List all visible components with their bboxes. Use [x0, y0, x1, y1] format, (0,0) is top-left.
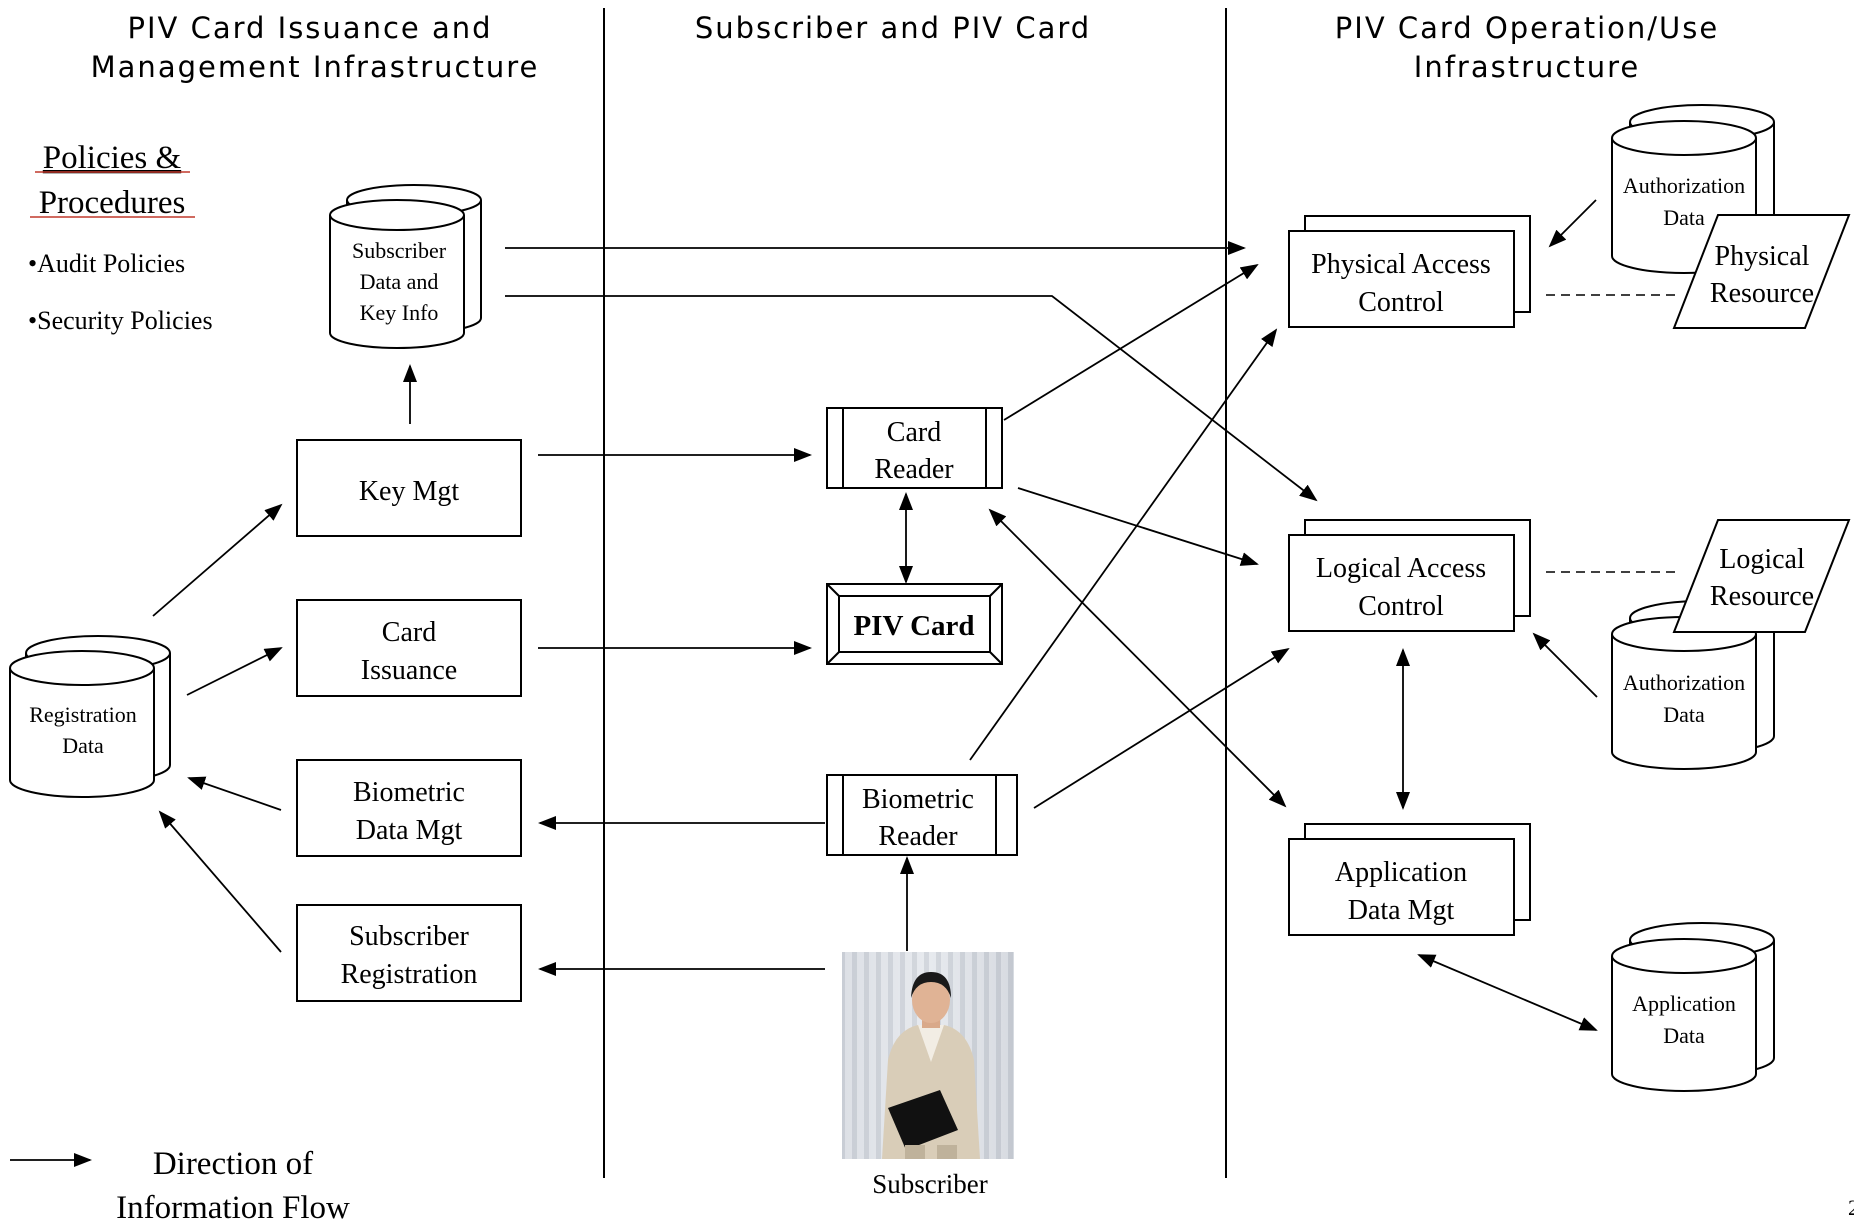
subscriber-data-line1: Subscriber [352, 238, 447, 263]
arrow-appdatamgt-appdata [1417, 954, 1598, 1031]
card-reader-box: Card Reader [826, 407, 1003, 489]
registration-data-line1: Registration [29, 702, 137, 727]
logical-resource-line2: Resource [1710, 581, 1814, 612]
application-data-mgt-line1: Application [1335, 857, 1467, 888]
biometric-reader-line1: Biometric [862, 784, 974, 815]
arrow-registration-to-cardissuance [186, 647, 283, 696]
application-data-line1: Application [1632, 991, 1736, 1016]
card-issuance-line1: Card [382, 617, 436, 648]
biometric-reader-line2: Reader [878, 821, 958, 852]
subscriber-registration-box: Subscriber Registration [296, 904, 522, 1002]
piv-card-box: PIV Card [826, 583, 1003, 665]
card-issuance-line2: Issuance [361, 655, 457, 686]
card-issuance-box: Card Issuance [296, 599, 522, 697]
arrow-cardreader-to-physical [1003, 263, 1259, 421]
arrow-subscriberreg-to-registration [158, 810, 282, 953]
physical-resource-line2: Resource [1710, 278, 1814, 309]
arrow-subscriberdata-to-logical [505, 295, 1318, 502]
card-reader-line2: Reader [874, 454, 954, 485]
biometric-reader-box: Biometric Reader [826, 774, 1018, 856]
application-data-mgt-line2: Data Mgt [1348, 895, 1455, 926]
logical-resource-line1: Logical [1719, 544, 1805, 575]
flow-arrows [152, 199, 1598, 1031]
legend-line1: Direction of [153, 1146, 313, 1182]
registration-data-line2: Data [62, 733, 104, 758]
authorization-top-line2: Data [1663, 205, 1705, 230]
logical-resource-shape: Logical Resource [1672, 519, 1851, 633]
card-reader-line1: Card [887, 417, 941, 448]
legend-line2: Information Flow [116, 1190, 350, 1223]
application-data-database: Application Data [1611, 922, 1775, 1092]
column-title-right-line1: PIV Card Operation/Use [1335, 11, 1719, 45]
registration-data-database: Registration Data [9, 635, 171, 798]
arrow-biometric-to-physical [969, 328, 1278, 761]
physical-resource-shape: Physical Resource [1672, 214, 1851, 329]
policies-title-line1: Policies & [43, 140, 182, 176]
column-title-left-line2: Management Infrastructure [91, 50, 540, 84]
column-title-middle: Subscriber and PIV Card [695, 11, 1091, 45]
subscriber-label: Subscriber [872, 1169, 987, 1199]
arrow-registration-to-keymgt [152, 503, 283, 617]
logical-access-line1: Logical Access [1316, 553, 1486, 584]
physical-access-control-box: Physical Access Control [1288, 215, 1531, 328]
biometric-data-mgt-line2: Data Mgt [356, 815, 463, 846]
subscriber-data-line3: Key Info [360, 300, 439, 325]
arrow-biometric-to-logical [1033, 647, 1290, 809]
physical-access-line1: Physical Access [1311, 249, 1491, 280]
application-data-line2: Data [1663, 1023, 1705, 1048]
arrow-biometricmgt-to-registration [187, 776, 282, 811]
subscriber-photo [842, 952, 1014, 1159]
subscriber-data-database: Subscriber Data and Key Info [329, 184, 482, 349]
page-number-fragment: 2 [1848, 1195, 1854, 1220]
biometric-data-mgt-box: Biometric Data Mgt [296, 759, 522, 857]
application-data-mgt-box: Application Data Mgt [1288, 823, 1531, 936]
policy-item-security: •Security Policies [28, 306, 213, 335]
subscriber-registration-line2: Registration [341, 959, 478, 990]
subscriber-registration-line1: Subscriber [349, 921, 469, 952]
arrow-cardreader-appdatamgt [988, 508, 1287, 808]
physical-resource-line1: Physical [1715, 241, 1810, 272]
arrow-authbottom-to-logical [1532, 632, 1598, 698]
authorization-bottom-line2: Data [1663, 702, 1705, 727]
column-title-right-line2: Infrastructure [1414, 50, 1640, 84]
legend: Direction of Information Flow [10, 1146, 350, 1226]
piv-card-label: PIV Card [853, 610, 974, 642]
column-title-left-line1: PIV Card Issuance and [127, 11, 492, 45]
policies-and-procedures: Policies & Procedures •Audit Policies •S… [28, 140, 213, 335]
policies-title-line2: Procedures [39, 185, 186, 221]
physical-access-line2: Control [1358, 287, 1444, 318]
key-mgt-box: Key Mgt [296, 439, 522, 537]
subscriber-data-line2: Data and [360, 269, 439, 294]
arrow-authtop-to-physical [1548, 199, 1597, 248]
policy-item-audit: •Audit Policies [28, 249, 185, 278]
authorization-top-line1: Authorization [1623, 173, 1745, 198]
logical-access-line2: Control [1358, 591, 1444, 622]
biometric-data-mgt-line1: Biometric [353, 777, 465, 808]
key-mgt-label: Key Mgt [359, 476, 460, 507]
authorization-bottom-line1: Authorization [1623, 670, 1745, 695]
logical-access-control-box: Logical Access Control [1288, 519, 1531, 632]
